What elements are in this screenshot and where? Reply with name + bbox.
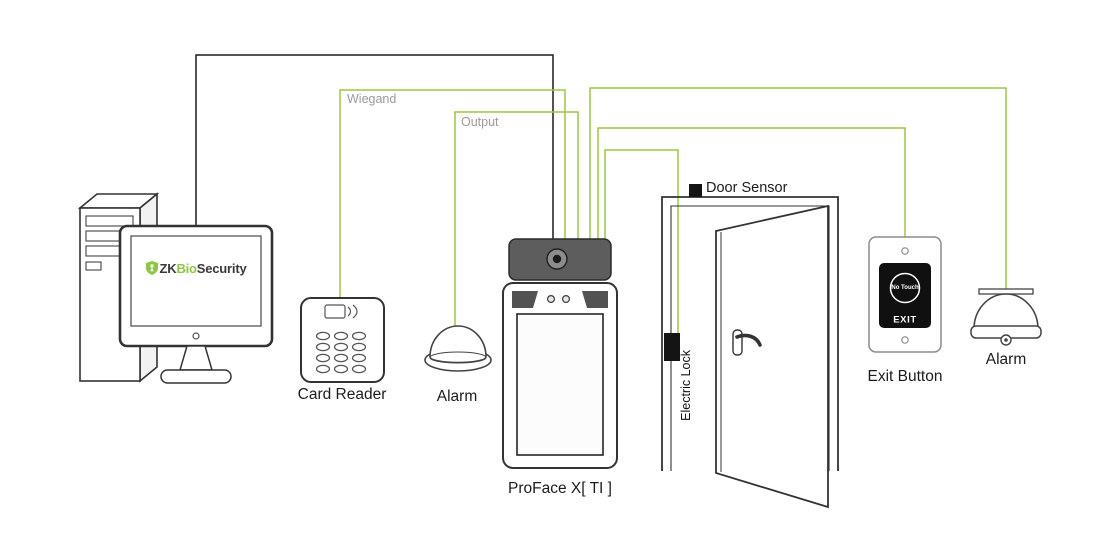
no-touch-ring-icon <box>889 272 921 304</box>
door-sensor-block <box>689 184 702 197</box>
zkbiosecurity-logo: ZKBioSecurity <box>131 261 261 276</box>
dome-alarm-device <box>970 288 1042 346</box>
door-handle-plate <box>732 329 743 356</box>
monitor-power-button <box>192 332 200 340</box>
door-handle-lever <box>735 333 762 347</box>
screw-icon <box>901 247 909 255</box>
door-sensor-label: Door Sensor <box>706 180 788 196</box>
door <box>661 184 839 509</box>
sensor-dot <box>546 295 555 304</box>
monitor-screen <box>130 235 262 327</box>
exit-button-device <box>868 236 942 353</box>
rfid-wave-icon <box>347 306 352 317</box>
card-icon <box>324 304 346 319</box>
wire-computer <box>195 54 554 240</box>
sensor-dot <box>561 295 570 304</box>
ir-sensor-right <box>582 291 608 308</box>
door-panel <box>715 204 829 509</box>
wire-exit-button <box>597 127 906 240</box>
electric-lock-label: Electric Lock <box>679 350 693 421</box>
rfid-wave-icon <box>352 304 358 319</box>
proface-screen <box>516 313 604 456</box>
exit-button-exit-text: EXIT <box>893 314 917 326</box>
door-frame-outer <box>661 196 839 471</box>
shield-icon <box>145 261 158 275</box>
wire-label-wiegand: Wiegand <box>347 92 397 106</box>
wire-label-output: Output <box>461 115 499 129</box>
exit-button-pad <box>879 263 931 328</box>
logo-text-bio: Bio <box>176 261 197 276</box>
card-reader-device <box>300 297 385 383</box>
wire-wiegand <box>339 89 566 299</box>
exit-button-label: Exit Button <box>867 368 943 385</box>
keypad <box>315 331 367 374</box>
monitor <box>118 224 274 384</box>
dome-alarm-label: Alarm <box>985 351 1027 368</box>
wires <box>195 54 1007 334</box>
card-reader-label: Card Reader <box>297 386 387 403</box>
siren-alarm-label: Alarm <box>436 388 478 405</box>
electric-lock-block <box>664 333 680 361</box>
logo-text-security: Security <box>196 261 247 276</box>
wire-electric-lock <box>604 149 679 334</box>
siren-alarm-device <box>424 325 492 372</box>
proface-device <box>502 238 618 469</box>
wire-output <box>454 111 579 327</box>
exit-button-no-touch-text: No Touch <box>891 285 919 291</box>
proface-label: ProFace X[ TI ] <box>508 480 612 497</box>
logo-text-zk: ZK <box>159 261 177 276</box>
screw-icon <box>901 336 909 344</box>
wire-dome-alarm <box>589 87 1007 292</box>
ir-sensor-left <box>512 291 538 308</box>
